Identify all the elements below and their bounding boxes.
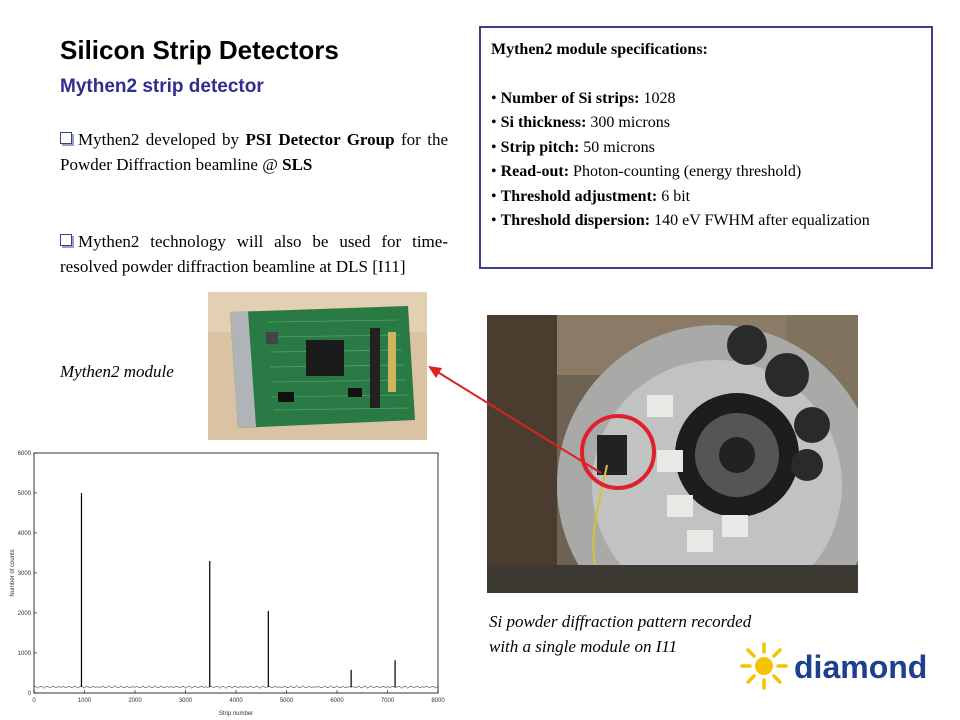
- module-caption: Mythen2 module: [60, 362, 174, 381]
- x-axis-label: Strip number: [219, 711, 253, 717]
- spec-box: Mythen2 module specifications: • Number …: [479, 26, 933, 269]
- si-caption-line2: with a single module on I11: [489, 637, 678, 656]
- spec-item: • Strip pitch: 50 microns: [491, 138, 655, 156]
- bullet-text-2: Mythen2 technology will also be used for…: [60, 232, 448, 276]
- x-tick-label: 4000: [229, 698, 243, 704]
- x-tick-label: 1000: [78, 698, 92, 704]
- spec-label: Si thickness:: [500, 114, 587, 131]
- spec-label: Number of Si strips:: [500, 89, 640, 107]
- spec-label: Read-out:: [500, 163, 570, 180]
- page-title: Silicon Strip Detectors: [60, 35, 339, 65]
- baseline-trace: [33, 685, 439, 689]
- bullet-text-1d: SLS: [282, 155, 313, 174]
- x-tick-label: 7000: [381, 698, 395, 704]
- diamond-star-icon: [740, 642, 788, 690]
- page-subtitle: Mythen2 strip detector: [60, 76, 264, 97]
- spec-value: 50 microns: [579, 138, 655, 156]
- x-tick-label: 5000: [280, 698, 294, 704]
- spec-value: 300 microns: [586, 114, 670, 131]
- x-tick-label: 2000: [128, 698, 142, 704]
- y-tick-label: 1000: [18, 651, 32, 657]
- diffraction-chart: 0 1000 2000 3000 4000 5000 6000 0 1000 2000 3000 4…: [10, 451, 445, 717]
- x-tick-label: 0: [32, 698, 36, 704]
- mythen2-module-photo: [208, 292, 427, 440]
- checkbox-bullet-icon: [60, 132, 72, 144]
- arrowhead-icon: [428, 366, 442, 378]
- spec-value: 6 bit: [657, 187, 691, 205]
- bullet-dls: Mythen2 technology will also be used for…: [60, 229, 448, 279]
- plot-frame: [33, 452, 439, 694]
- spec-item: • Threshold dispersion: 140 eV FWHM afte…: [491, 212, 870, 229]
- y-tick-label: 0: [28, 691, 32, 697]
- x-tick-label: 6000: [330, 698, 344, 704]
- logo-text: diamond: [794, 649, 927, 685]
- spec-label: Strip pitch:: [500, 138, 580, 156]
- x-tick-label: 8000: [431, 698, 445, 704]
- y-axis-label: Number of counts: [10, 549, 16, 596]
- spec-item: • Si thickness: 300 microns: [491, 114, 670, 131]
- bullet-psi: Mythen2 developed by PSI Detector Group …: [60, 127, 448, 177]
- beamline-photo: [487, 315, 858, 593]
- y-tick-label: 2000: [18, 611, 32, 617]
- spec-item: • Threshold adjustment: 6 bit: [491, 187, 691, 205]
- si-caption-line1: Si powder diffraction pattern recorded: [489, 612, 752, 631]
- diamond-logo: diamond: [740, 642, 927, 690]
- x-tick-label: 3000: [179, 698, 193, 704]
- spec-label: Threshold adjustment:: [500, 187, 658, 205]
- y-tick-label: 6000: [18, 451, 32, 457]
- si-caption: Si powder diffraction pattern recorded w…: [489, 609, 751, 659]
- bullet-text-1b: PSI Detector Group: [245, 130, 395, 149]
- spec-label: Threshold dispersion:: [500, 212, 651, 229]
- spec-item: • Number of Si strips: 1028: [491, 89, 676, 107]
- spec-value: 1028: [639, 89, 676, 107]
- checkbox-bullet-icon: [60, 234, 72, 246]
- spec-heading: Mythen2 module specifications:: [491, 41, 708, 58]
- y-tick-label: 4000: [18, 531, 32, 537]
- y-tick-label: 5000: [18, 491, 32, 497]
- bullet-text-1a: Mythen2 developed by: [78, 130, 246, 149]
- bullet-text-1c: for the Powder Diffraction beamline @: [60, 130, 448, 174]
- y-tick-label: 3000: [18, 571, 32, 577]
- spec-item: • Read-out: Photon-counting (energy thre…: [491, 163, 802, 180]
- spec-value: Photon-counting (energy threshold): [569, 163, 802, 180]
- spec-value: 140 eV FWHM after equalization: [650, 212, 870, 229]
